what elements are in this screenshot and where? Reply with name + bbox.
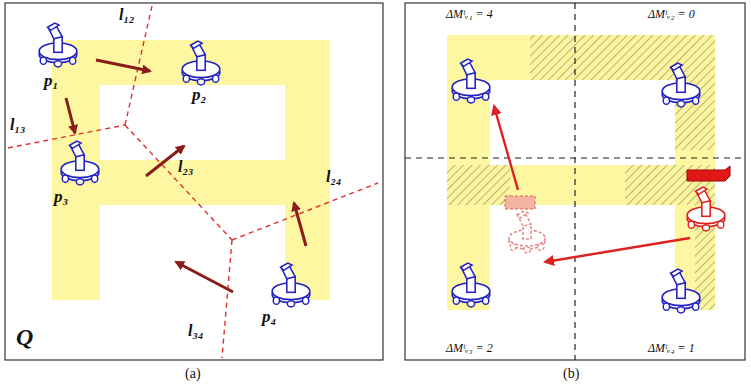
motion-arrow — [66, 60, 306, 292]
robot-label: p₃ — [54, 188, 68, 207]
payload — [687, 166, 730, 181]
free-region — [52, 40, 330, 300]
robot-label: p₄ — [262, 308, 276, 327]
metric-label: ΔMᵗᵥ₃ = 2 — [446, 342, 493, 355]
robot-active — [687, 187, 725, 231]
transfer-arrow — [494, 106, 690, 262]
boundary-label: l₂₄ — [326, 168, 342, 186]
free-region — [447, 35, 715, 310]
robot-ghost — [509, 211, 545, 253]
voronoi-boundary — [8, 6, 378, 358]
robot-icon — [39, 23, 310, 307]
boundary-label: l₂₃ — [178, 158, 194, 176]
robot-icon — [452, 59, 700, 313]
region-label: Q — [16, 324, 33, 350]
panel-frame — [5, 3, 383, 360]
panel-frame — [405, 3, 745, 360]
metric-label: ΔMᵗᵥ₁ = 4 — [446, 8, 493, 21]
metric-label: ΔMᵗᵥ₄ = 1 — [648, 342, 695, 355]
boundary-label: l₁₂ — [119, 6, 135, 24]
robot-label: p₁ — [44, 72, 58, 91]
hatched-region — [447, 35, 715, 310]
boundary-label: l₁₃ — [10, 116, 26, 134]
robot-label: p₂ — [192, 86, 206, 105]
quadrant-divider — [405, 3, 745, 360]
payload-ghost — [505, 196, 535, 209]
metric-label: ΔMᵗᵥ₂ = 0 — [648, 8, 695, 21]
panel-caption: (a) — [185, 366, 201, 381]
panel-caption: (b) — [563, 366, 579, 381]
boundary-label: l₃₄ — [188, 322, 204, 340]
